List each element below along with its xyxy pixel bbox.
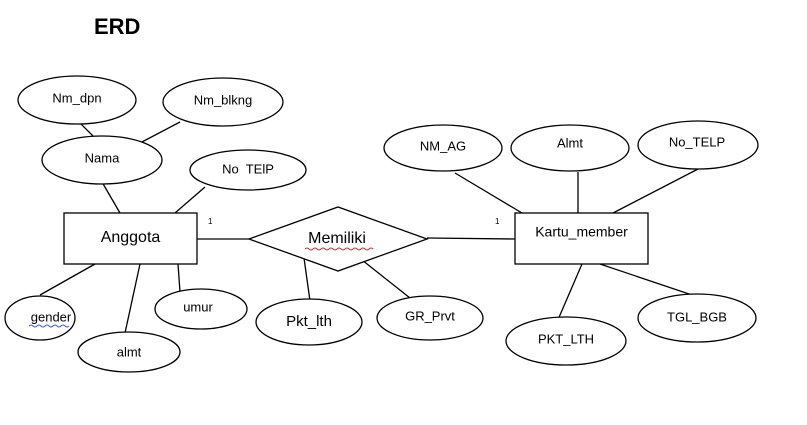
attribute-no-telp-member-label: No_TELP (669, 134, 725, 149)
connector-tglbgb-kartu (599, 263, 696, 297)
connector-gender-anggota (39, 263, 96, 296)
attribute-almt: almt (77, 331, 181, 373)
attribute-nama: Nama (41, 135, 163, 185)
attribute-nm-blkng-label: Nm_blkng (194, 92, 253, 107)
connector-memiliki-kartu (426, 237, 516, 240)
attribute-pkt-lth-member-label: PKT_LTH (538, 331, 594, 346)
attribute-nm-dpn: Nm_dpn (17, 75, 137, 125)
connector-pktlth-memiliki (303, 257, 311, 302)
attribute-tgl-bgb-label: TGL_BGB (667, 309, 727, 324)
attribute-nm-ag-label: NM_AG (420, 138, 466, 153)
attribute-nm-dpn-label: Nm_dpn (52, 90, 101, 105)
attribute-almt-member: Almt (510, 124, 630, 172)
attribute-nm-ag: NM_AG (383, 124, 503, 172)
cardinality-right: 1 (495, 217, 500, 226)
attribute-no-telp-member: No_TELP (637, 120, 759, 170)
relationship-diamond (247, 206, 429, 272)
connector-almt-anggota (124, 263, 141, 334)
entity-kartu-member-label: Kartu_member (535, 224, 628, 240)
entity-anggota-label: Anggota (101, 229, 161, 246)
entity-kartu-member-box (514, 212, 649, 265)
connector-umur-anggota (177, 263, 181, 293)
relationship-label: Memiliki (308, 230, 366, 247)
connector-pktlth-kartu (556, 263, 583, 323)
connector-notelp-kartu (612, 168, 699, 214)
attribute-nama-label: Nama (85, 150, 120, 165)
attribute-gender: gender (4, 295, 76, 341)
attribute-almt-member-label: Almt (557, 135, 583, 150)
connector-grprvt-memiliki (361, 259, 411, 299)
diagram-title: ERD (94, 14, 141, 39)
connectors (39, 121, 699, 334)
spellcheck-underline (28, 324, 70, 328)
attribute-umur: umur (154, 288, 248, 330)
connector-nmdpn-nama (79, 122, 96, 139)
connector-nama-anggota (101, 181, 121, 214)
entity-kartu-member: Kartu_member (514, 212, 649, 265)
entity-anggota: Anggota (63, 212, 198, 265)
attribute-nm-blkng: Nm_blkng (162, 77, 284, 127)
attribute-almt-label: almt (117, 344, 142, 359)
attribute-no-telp: No TElP (189, 149, 307, 191)
relationship-memiliki: Memiliki (247, 206, 429, 272)
attribute-no-telp-label: No TElP (222, 161, 274, 176)
attribute-gender-label: gender (31, 309, 72, 324)
attribute-pkt-lth-label: Pkt_lth (286, 313, 332, 330)
attribute-tgl-bgb: TGL_BGB (637, 293, 757, 343)
spellcheck-underline (304, 247, 374, 251)
connector-nmag-kartu (454, 172, 523, 214)
entity-anggota-box (63, 212, 198, 265)
attribute-pkt-lth: Pkt_lth (255, 298, 363, 346)
connector-notelp-anggota (174, 186, 206, 214)
cardinality-left: 1 (208, 217, 213, 226)
attribute-umur-label: umur (183, 299, 213, 314)
attribute-gr-prvt-label: GR_Prvt (405, 308, 455, 323)
connector-nmblkng-nama (139, 121, 181, 144)
attribute-pkt-lth-member: PKT_LTH (505, 316, 627, 366)
attribute-gr-prvt: GR_Prvt (376, 295, 484, 341)
